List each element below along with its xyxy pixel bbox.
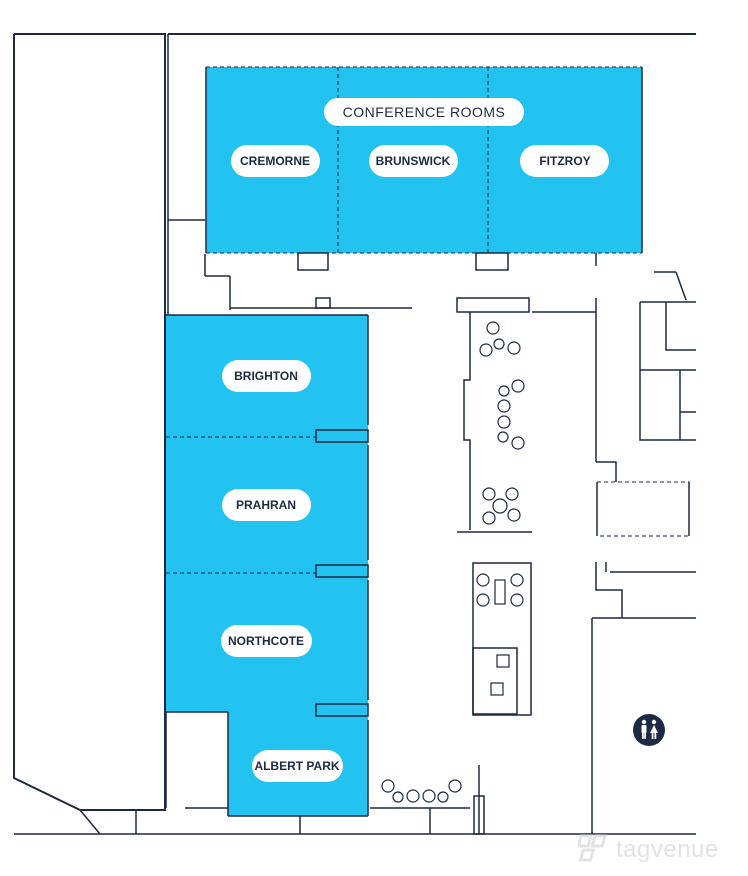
room-brighton[interactable]: BRIGHTON — [222, 360, 311, 392]
tagvenue-logo-icon — [578, 834, 607, 862]
service-rooms — [591, 271, 696, 834]
side-rooms-block: BRIGHTON PRAHRAN NORTHCOTE ALBERT PARK — [165, 314, 369, 817]
room-cremorne[interactable]: CREMORNE — [231, 145, 320, 177]
room-fitzroy[interactable]: FITZROY — [520, 145, 609, 177]
restroom-icon — [633, 714, 665, 746]
conference-rooms-text: CONFERENCE ROOMS — [343, 104, 506, 120]
lounge-area — [135, 297, 597, 835]
room-northcote[interactable]: NORTHCOTE — [221, 625, 312, 657]
room-northcote-label: NORTHCOTE — [228, 634, 304, 648]
room-brunswick[interactable]: BRUNSWICK — [369, 145, 458, 177]
building-walls — [13, 33, 696, 835]
room-albert-park[interactable]: ALBERT PARK — [252, 750, 343, 782]
conference-rooms-label: CONFERENCE ROOMS — [324, 98, 524, 126]
lounge-seating — [381, 321, 525, 803]
room-brunswick-label: BRUNSWICK — [376, 154, 451, 168]
room-prahran[interactable]: PRAHRAN — [222, 489, 311, 521]
tagvenue-watermark: tagvenue — [616, 836, 719, 863]
room-prahran-label: PRAHRAN — [236, 498, 296, 512]
room-fitzroy-label: FITZROY — [539, 154, 590, 168]
room-cremorne-label: CREMORNE — [240, 154, 310, 168]
room-albert-park-label: ALBERT PARK — [254, 759, 339, 773]
conference-rooms-block: CONFERENCE ROOMS CREMORNE BRUNSWICK FITZ… — [205, 66, 643, 271]
room-brighton-label: BRIGHTON — [234, 369, 298, 383]
